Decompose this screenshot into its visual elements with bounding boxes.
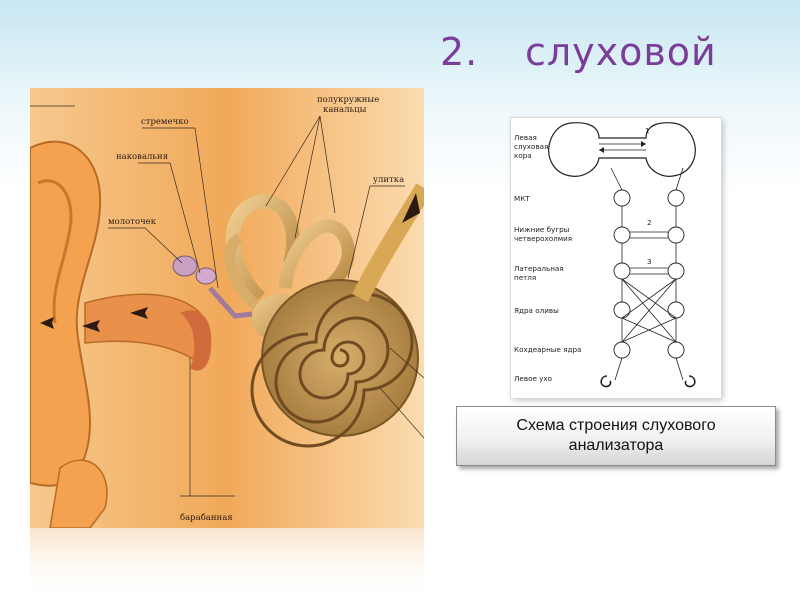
pathway-number-1: 1 (645, 126, 650, 135)
ear-anatomy-illustration: стремечко полукружные канальцы наковальн… (30, 88, 424, 528)
node-olive-left (613, 301, 631, 319)
cochlea-spiral (250, 292, 414, 448)
label-hammer: молоточек (108, 217, 157, 227)
label-left-cortex-1: Левая (514, 133, 537, 142)
sound-arrow-icon (40, 317, 54, 329)
node-cochlear-left (613, 341, 631, 359)
node-ic-left (613, 226, 631, 244)
ear-illustration-reflection (30, 528, 424, 600)
label-olive: Ядра оливы (514, 306, 559, 315)
label-semicircular-2: канальцы (323, 105, 367, 115)
label-left-cortex-2: слуховая (514, 142, 548, 151)
sound-arrow-icon (130, 307, 148, 319)
right-ear-icon (684, 375, 696, 388)
auricle-fold (37, 179, 73, 324)
cortex-outline (548, 122, 696, 177)
pathways (610, 167, 684, 381)
stirrup (208, 286, 253, 319)
node-cochlear-right (667, 341, 685, 359)
caption-text: Схема строения слухового анализатора (516, 417, 716, 454)
sound-arrow-icon (82, 320, 100, 332)
node-ic-right (667, 226, 685, 244)
left-ear-icon (600, 375, 612, 388)
semicircular-canal (225, 194, 301, 303)
label-left-cortex-3: кора (514, 151, 532, 160)
auditory-pathway-svg: 1 2 3 Левая слуховая кора МКТ Нижние буг… (514, 122, 696, 388)
node-ll-right (667, 262, 685, 280)
nerve-arrow-icon (402, 193, 420, 223)
ear-lobe (49, 459, 108, 528)
label-mgb: МКТ (514, 194, 530, 203)
hammer (172, 255, 198, 277)
pathway-number-2: 2 (647, 218, 652, 227)
node-ll-left (613, 262, 631, 280)
label-ic-2: четверохолмия (514, 234, 572, 243)
node-mgb-left (613, 189, 631, 207)
label-ll-1: Латеральная (514, 264, 564, 273)
label-left-ear: Левое ухо (514, 374, 552, 383)
caption-box: Схема строения слухового анализатора (456, 406, 776, 466)
node-olive-right (667, 301, 685, 319)
label-stirrup: стремечко (141, 117, 189, 127)
leader-lines (30, 105, 424, 497)
label-ic-1: Нижние бугры (514, 225, 570, 234)
label-ll-2: петля (514, 273, 536, 282)
label-anvil: наковальня (116, 152, 168, 162)
slide-title: слуховой (525, 30, 717, 74)
pathway-number-3: 3 (647, 257, 652, 266)
label-cochlear-nuclei: Кохдеарные ядра (514, 345, 581, 354)
node-mgb-right (667, 189, 685, 207)
auditory-pathway-diagram: 1 2 3 Левая слуховая кора МКТ Нижние буг… (511, 118, 721, 398)
label-cochlea: улитка (373, 175, 404, 185)
eardrum (180, 310, 212, 371)
slide-title-number: 2. (440, 30, 479, 74)
label-semicircular-1: полукружные (317, 95, 379, 105)
label-eardrum: барабанная (180, 512, 233, 523)
semicircular-canal (224, 233, 269, 318)
